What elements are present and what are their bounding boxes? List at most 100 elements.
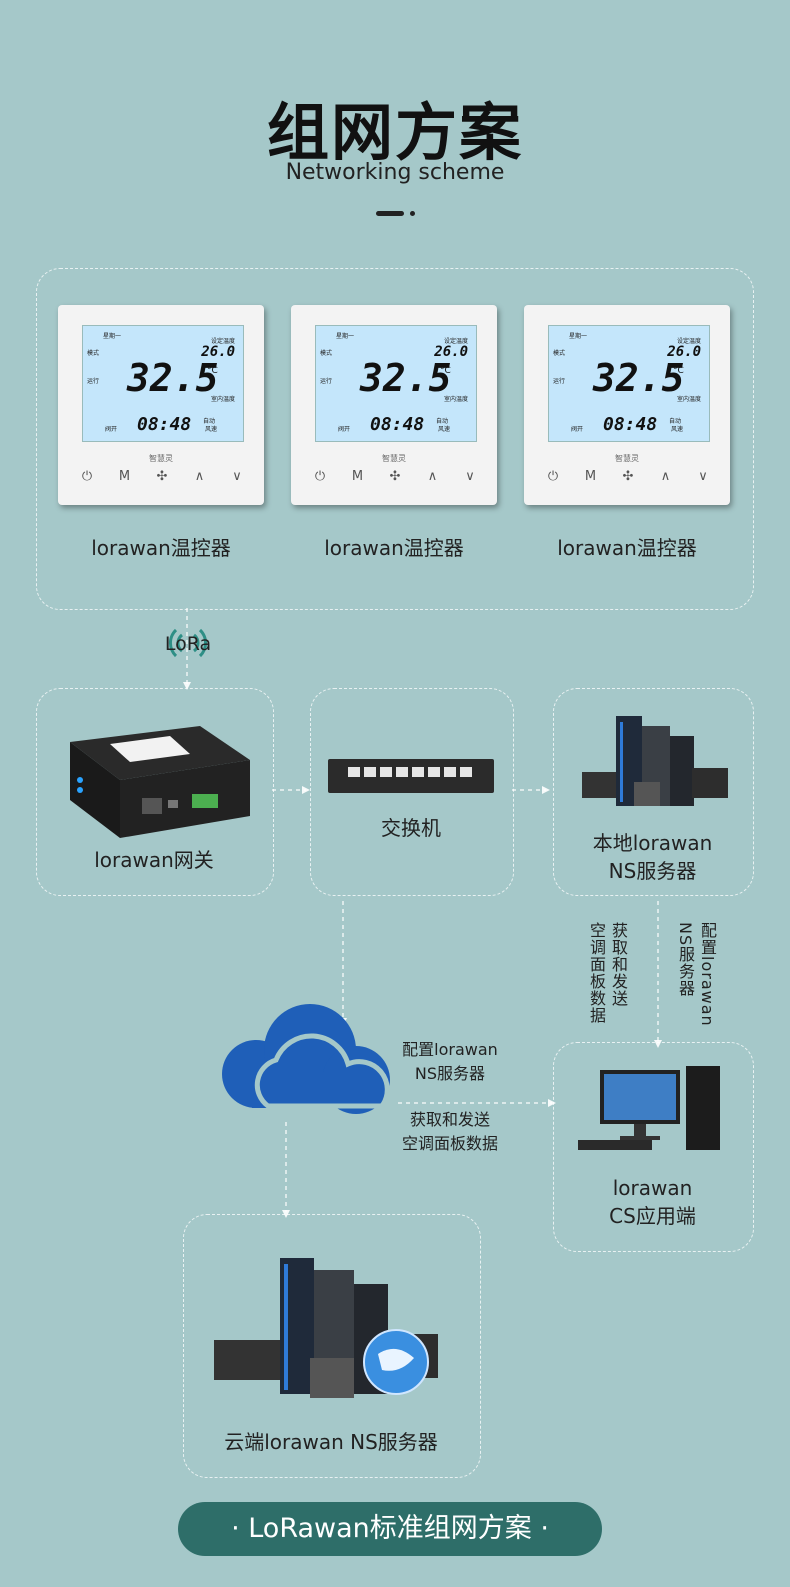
title-underline (376, 211, 404, 216)
thermostat-label: lorawan温控器 (557, 536, 697, 560)
thermostat-lcd: 星期一 模式 运行 设定温度 26.0 32.5 °C 室内温度 阀开 08:4… (315, 325, 477, 442)
thermostat-group (36, 268, 754, 610)
thermostat-label: lorawan温控器 (324, 536, 464, 560)
edge-label-fetch-line2: 空调面板数据 (401, 1134, 498, 1153)
fan-text: 风速 (204, 426, 217, 433)
fan-icon[interactable]: ✣ (622, 469, 634, 484)
thermostat-buttons: ⏻ M ✣ ∧ ∨ (309, 469, 481, 484)
edge-label-vert-fetch-line1: 获取和发送 (609, 922, 628, 1007)
clock-time: 08:48 (370, 414, 425, 435)
running-text: 运行 (553, 378, 566, 385)
switch-device-image (328, 759, 494, 793)
brand-text: 智慧灵 (149, 454, 173, 463)
room-temperature: 32.5 (127, 356, 219, 400)
room-temperature: 32.5 (360, 356, 452, 400)
lora-wireless-icon (169, 628, 207, 658)
edge-label-vert-fetch-line2: 空调面板数据 (587, 922, 606, 1024)
auto-text: 自动 (668, 418, 681, 425)
edge-label-vert-config-line2: NS服务器 (676, 922, 695, 998)
cs-app-label-line2: CS应用端 (609, 1204, 696, 1228)
power-icon[interactable]: ⏻ (547, 469, 559, 484)
edge-label-fetch-line1: 获取和发送 (409, 1110, 490, 1129)
set-temp-label: 设定温度 (443, 338, 468, 345)
brand-text: 智慧灵 (382, 454, 406, 463)
thermostat-device: 星期一 模式 运行 设定温度 26.0 32.5 °C 室内温度 阀开 08:4… (291, 305, 497, 505)
power-icon[interactable]: ⏻ (314, 469, 326, 484)
title-underline-dot (410, 211, 415, 216)
mode-text: 模式 (553, 350, 566, 357)
running-text: 运行 (87, 378, 100, 385)
running-text: 运行 (320, 378, 333, 385)
cs-app-label-line1: lorawan (612, 1176, 693, 1200)
weekday-text: 星期一 (336, 333, 355, 340)
down-icon[interactable]: ∨ (698, 469, 708, 484)
set-temperature: 26.0 (667, 344, 701, 360)
local-ns-label-line1: 本地lorawan (592, 831, 713, 855)
server-rack-icon (582, 716, 728, 806)
auto-text: 自动 (435, 418, 448, 425)
thermostat-label: lorawan温控器 (91, 536, 231, 560)
clock-time: 08:48 (137, 414, 192, 435)
edge-label-vert-config-line1: 配置lorawan (698, 922, 717, 1027)
up-icon[interactable]: ∧ (427, 469, 438, 484)
gateway-box (36, 688, 274, 896)
mode-button[interactable]: M (351, 469, 364, 484)
cloud-server-icon (214, 1258, 438, 1398)
up-icon[interactable]: ∧ (660, 469, 671, 484)
room-temp-label: 室内温度 (676, 396, 701, 403)
edge-label-config-line2: NS服务器 (414, 1064, 486, 1083)
fan-text: 风速 (670, 426, 683, 433)
edge-label-vert-config: 配置lorawan NS服务器 (674, 922, 718, 1032)
valve-text: 阀开 (338, 426, 351, 433)
thermostat-buttons: ⏻ M ✣ ∧ ∨ (542, 469, 714, 484)
valve-text: 阀开 (105, 426, 118, 433)
room-temperature: 32.5 (593, 356, 685, 400)
set-temp-label: 设定温度 (210, 338, 235, 345)
mode-text: 模式 (320, 350, 333, 357)
unit-text: °C (440, 366, 451, 376)
up-icon[interactable]: ∧ (194, 469, 205, 484)
cloud-icon (222, 1004, 390, 1114)
unit-text: °C (207, 366, 218, 376)
mode-button[interactable]: M (584, 469, 597, 484)
thermostat-lcd: 星期一 模式 运行 设定温度 26.0 32.5 °C 室内温度 阀开 08:4… (82, 325, 244, 442)
unit-text: °C (673, 366, 684, 376)
page-subtitle: Networking scheme (285, 160, 505, 185)
lora-label: LoRa (164, 633, 212, 655)
mode-text: 模式 (87, 350, 100, 357)
thermostat-lcd: 星期一 模式 运行 设定温度 26.0 32.5 °C 室内温度 阀开 08:4… (548, 325, 710, 442)
fan-text: 风速 (437, 426, 450, 433)
down-icon[interactable]: ∨ (232, 469, 242, 484)
brand-text: 智慧灵 (615, 454, 639, 463)
room-temp-label: 室内温度 (210, 396, 235, 403)
desktop-computer-icon (578, 1066, 720, 1150)
local-ns-label-line2: NS服务器 (608, 859, 697, 883)
valve-text: 阀开 (571, 426, 584, 433)
clock-time: 08:48 (603, 414, 658, 435)
thermostat-device: 星期一 模式 运行 设定温度 26.0 32.5 °C 室内温度 阀开 08:4… (58, 305, 264, 505)
set-temp-label: 设定温度 (676, 338, 701, 345)
power-icon[interactable]: ⏻ (81, 469, 93, 484)
cloud-ns-box (183, 1214, 481, 1478)
switch-label: 交换机 (381, 816, 441, 840)
footer-badge: · LoRawan标准组网方案 · (178, 1502, 602, 1556)
set-temperature: 26.0 (434, 344, 468, 360)
down-icon[interactable]: ∨ (465, 469, 475, 484)
fan-icon[interactable]: ✣ (156, 469, 168, 484)
switch-box (310, 688, 514, 896)
page-title: 组网方案 (266, 96, 523, 169)
edge-label-config-line1: 配置lorawan (402, 1040, 498, 1059)
weekday-text: 星期一 (569, 333, 588, 340)
thermostat-buttons: ⏻ M ✣ ∧ ∨ (76, 469, 248, 484)
cs-app-box (553, 1042, 754, 1252)
cloud-ns-label: 云端lorawan NS服务器 (224, 1430, 438, 1454)
mode-button[interactable]: M (118, 469, 131, 484)
gateway-label: lorawan网关 (94, 848, 214, 872)
weekday-text: 星期一 (103, 333, 122, 340)
local-ns-box (553, 688, 754, 896)
fan-icon[interactable]: ✣ (389, 469, 401, 484)
room-temp-label: 室内温度 (443, 396, 468, 403)
set-temperature: 26.0 (201, 344, 235, 360)
gateway-device-image (70, 726, 250, 838)
thermostat-device: 星期一 模式 运行 设定温度 26.0 32.5 °C 室内温度 阀开 08:4… (524, 305, 730, 505)
